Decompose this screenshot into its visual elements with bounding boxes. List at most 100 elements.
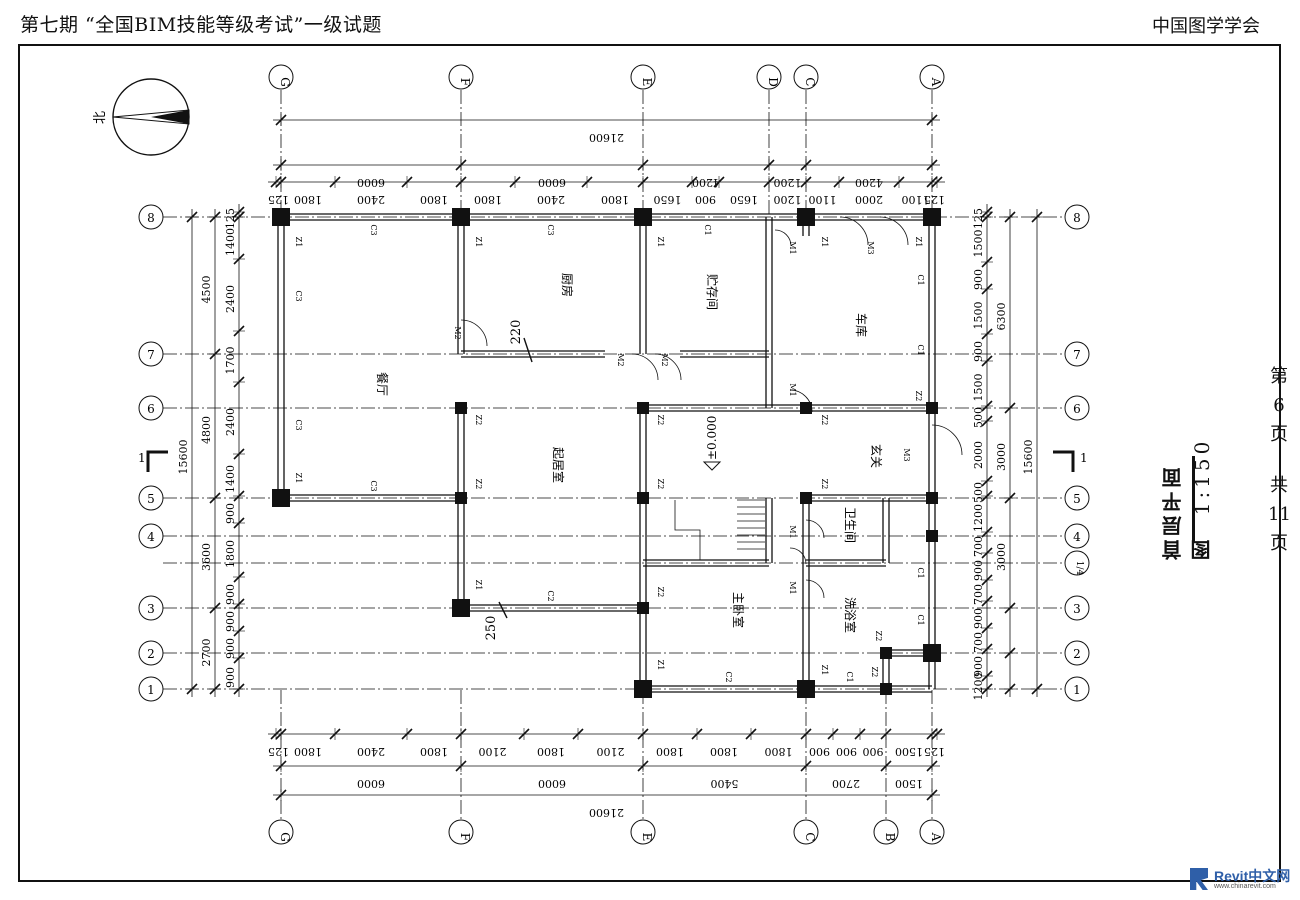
grid-bubble xyxy=(138,341,164,367)
column xyxy=(797,208,815,226)
dim-text: 1650 xyxy=(730,193,758,206)
grid-bubble-label: F xyxy=(458,78,472,86)
column xyxy=(272,489,290,507)
grid-bubble-label: 3 xyxy=(1073,602,1081,616)
dim-text: 1400 xyxy=(224,228,237,256)
door-tag: M2 xyxy=(660,353,669,366)
grid-bubble xyxy=(1064,595,1090,621)
door-tag: M3 xyxy=(902,448,911,461)
dim-text: 125 xyxy=(224,208,237,229)
door-tag: M1 xyxy=(788,581,797,594)
grid-bubble xyxy=(138,640,164,666)
dim-text: 1500 xyxy=(895,777,923,790)
column-tag: Z2 xyxy=(656,415,665,426)
column-tag: Z2 xyxy=(914,391,923,402)
elevation-text: ±0.000 xyxy=(705,416,719,460)
window-tag: C3 xyxy=(546,224,555,235)
column xyxy=(926,492,938,504)
column xyxy=(923,644,941,662)
grid-bubble-label: 7 xyxy=(147,348,155,362)
column xyxy=(880,647,892,659)
north-arrow-icon: 北 xyxy=(93,78,190,156)
grid-bubble-label: D xyxy=(766,77,780,87)
window-tag: C1 xyxy=(845,671,854,682)
dim-text: 900 xyxy=(224,638,237,659)
door-swing xyxy=(805,519,825,539)
grid-bubble xyxy=(1064,204,1090,230)
drawing-frame xyxy=(18,44,1281,882)
grid-bubble xyxy=(1064,395,1090,421)
grid-bubble xyxy=(1064,341,1090,367)
title-underline xyxy=(1192,456,1195,542)
dim-text: 3600 xyxy=(200,543,213,571)
column-tag: Z2 xyxy=(874,631,883,642)
room-label: 餐厅 xyxy=(375,372,390,396)
drawing-title-block: 首层平面图 1:150 xyxy=(1158,360,1214,560)
column xyxy=(800,402,812,414)
column-tag: Z2 xyxy=(820,415,829,426)
grid-bubble-label: 1 xyxy=(147,683,155,697)
dim-text: 1800 xyxy=(294,745,322,758)
grid-bubble xyxy=(1064,485,1090,511)
column xyxy=(634,208,652,226)
column-tag: Z2 xyxy=(474,415,483,426)
column-tag: Z1 xyxy=(656,660,665,671)
grid-bubble-label: C xyxy=(803,77,817,86)
door-swing xyxy=(654,353,682,381)
door-swing xyxy=(789,547,807,565)
column xyxy=(880,683,892,695)
window-tag: C3 xyxy=(294,419,303,430)
grid-bubble-label: B xyxy=(883,833,897,842)
door-swing xyxy=(789,389,813,413)
grid-bubble-label: 7 xyxy=(1073,348,1081,362)
dim-text: 1700 xyxy=(224,347,237,375)
grid-bubble-label: A xyxy=(929,832,943,842)
door-swing xyxy=(774,229,792,247)
grid-bubble xyxy=(138,395,164,421)
grid-bubble xyxy=(138,204,164,230)
window-tag: C3 xyxy=(294,290,303,301)
column-tag: Z2 xyxy=(656,587,665,598)
door-tag: M2 xyxy=(453,326,462,339)
dim-text: 1500 xyxy=(895,745,923,758)
dim-text: 1500 xyxy=(972,302,985,330)
inner-dim-text: 220 xyxy=(509,320,524,345)
column xyxy=(637,492,649,504)
dim-text: 3000 xyxy=(995,543,1008,571)
inner-dim-tick xyxy=(523,337,533,363)
grid-bubble-label: E xyxy=(640,78,654,87)
grid-bubble xyxy=(630,64,656,90)
dim-text: 1500 xyxy=(972,374,985,402)
dim-text: 4200 xyxy=(692,176,720,189)
dim-text: 700 xyxy=(972,536,985,557)
dim-text: 2100 xyxy=(597,745,625,758)
grid-bubble-label: C xyxy=(803,832,817,841)
column xyxy=(637,602,649,614)
dim-text: 21600 xyxy=(589,131,624,144)
dim-text: 1500 xyxy=(972,230,985,258)
revit-watermark-logo[interactable]: Revit中文网 www.chinarevit.com xyxy=(1190,866,1294,894)
column xyxy=(926,530,938,542)
dim-text: 1200 xyxy=(972,673,985,701)
window-tag: C1 xyxy=(916,274,925,285)
page-info-char: 页 xyxy=(1270,533,1288,554)
revit-logo-icon xyxy=(1190,868,1208,890)
grid-bubble xyxy=(448,64,474,90)
dim-text: 1800 xyxy=(656,745,684,758)
dim-text: 900 xyxy=(972,656,985,677)
dim-text: 1800 xyxy=(765,745,793,758)
dim-text: 125 xyxy=(924,193,945,206)
dim-text: 2000 xyxy=(855,193,883,206)
section-mark-right: 1 xyxy=(1053,450,1088,472)
section-number-left: 1 xyxy=(138,451,146,465)
dim-text: 900 xyxy=(972,560,985,581)
window-tag: C1 xyxy=(916,614,925,625)
column-tag: Z1 xyxy=(820,237,829,248)
grid-bubble-label: G xyxy=(278,832,292,842)
column xyxy=(923,208,941,226)
dim-text: 500 xyxy=(972,407,985,428)
grid-bubble-label: 8 xyxy=(147,211,155,225)
grid-bubble xyxy=(919,819,945,845)
dim-text: 2100 xyxy=(479,745,507,758)
column-tag: Z1 xyxy=(294,237,303,248)
